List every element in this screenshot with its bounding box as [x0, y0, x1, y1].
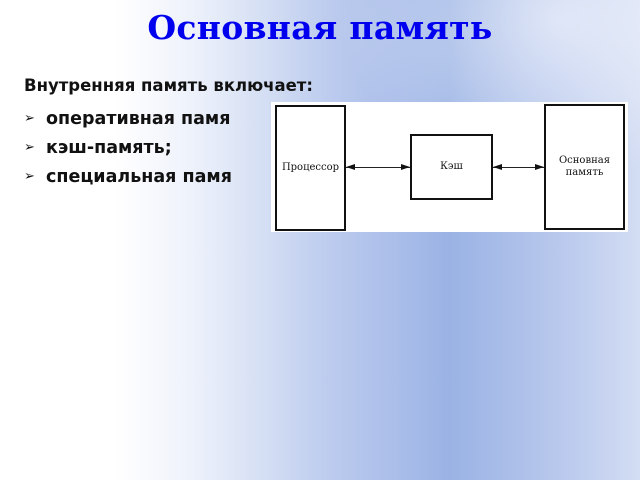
main-memory-label-line2: память [565, 167, 604, 178]
cache-label: Кэш [440, 161, 463, 172]
bullet-text: кэш-память; [46, 137, 172, 158]
main-memory-label-line1: Основная [558, 155, 611, 166]
arrowhead-bullet-icon: ➢ [24, 140, 35, 155]
arrowhead-bullet-icon: ➢ [24, 169, 35, 184]
list-item: ➢ оперативная памя [24, 104, 232, 133]
bullet-text: специальная памя [46, 166, 232, 187]
bullet-list: ➢ оперативная памя ➢ кэш-память; ➢ специ… [24, 104, 232, 191]
list-item: ➢ специальная памя [24, 162, 232, 191]
bidirectional-arrow-icon [493, 164, 544, 170]
cache-block: Кэш [410, 134, 493, 200]
bidirectional-arrow-icon [346, 164, 410, 170]
bullet-text: оперативная памя [46, 108, 231, 129]
main-memory-label: Основная память [559, 155, 610, 179]
memory-hierarchy-diagram: Процессор Кэш Основная память [271, 102, 628, 232]
main-memory-block: Основная память [544, 104, 625, 230]
processor-block: Процессор [275, 105, 346, 231]
processor-label: Процессор [281, 162, 340, 173]
slide-title: Основная память [147, 8, 493, 47]
arrowhead-bullet-icon: ➢ [24, 111, 35, 126]
intro-text: Внутренняя память включает: [24, 76, 313, 95]
list-item: ➢ кэш-память; [24, 133, 232, 162]
